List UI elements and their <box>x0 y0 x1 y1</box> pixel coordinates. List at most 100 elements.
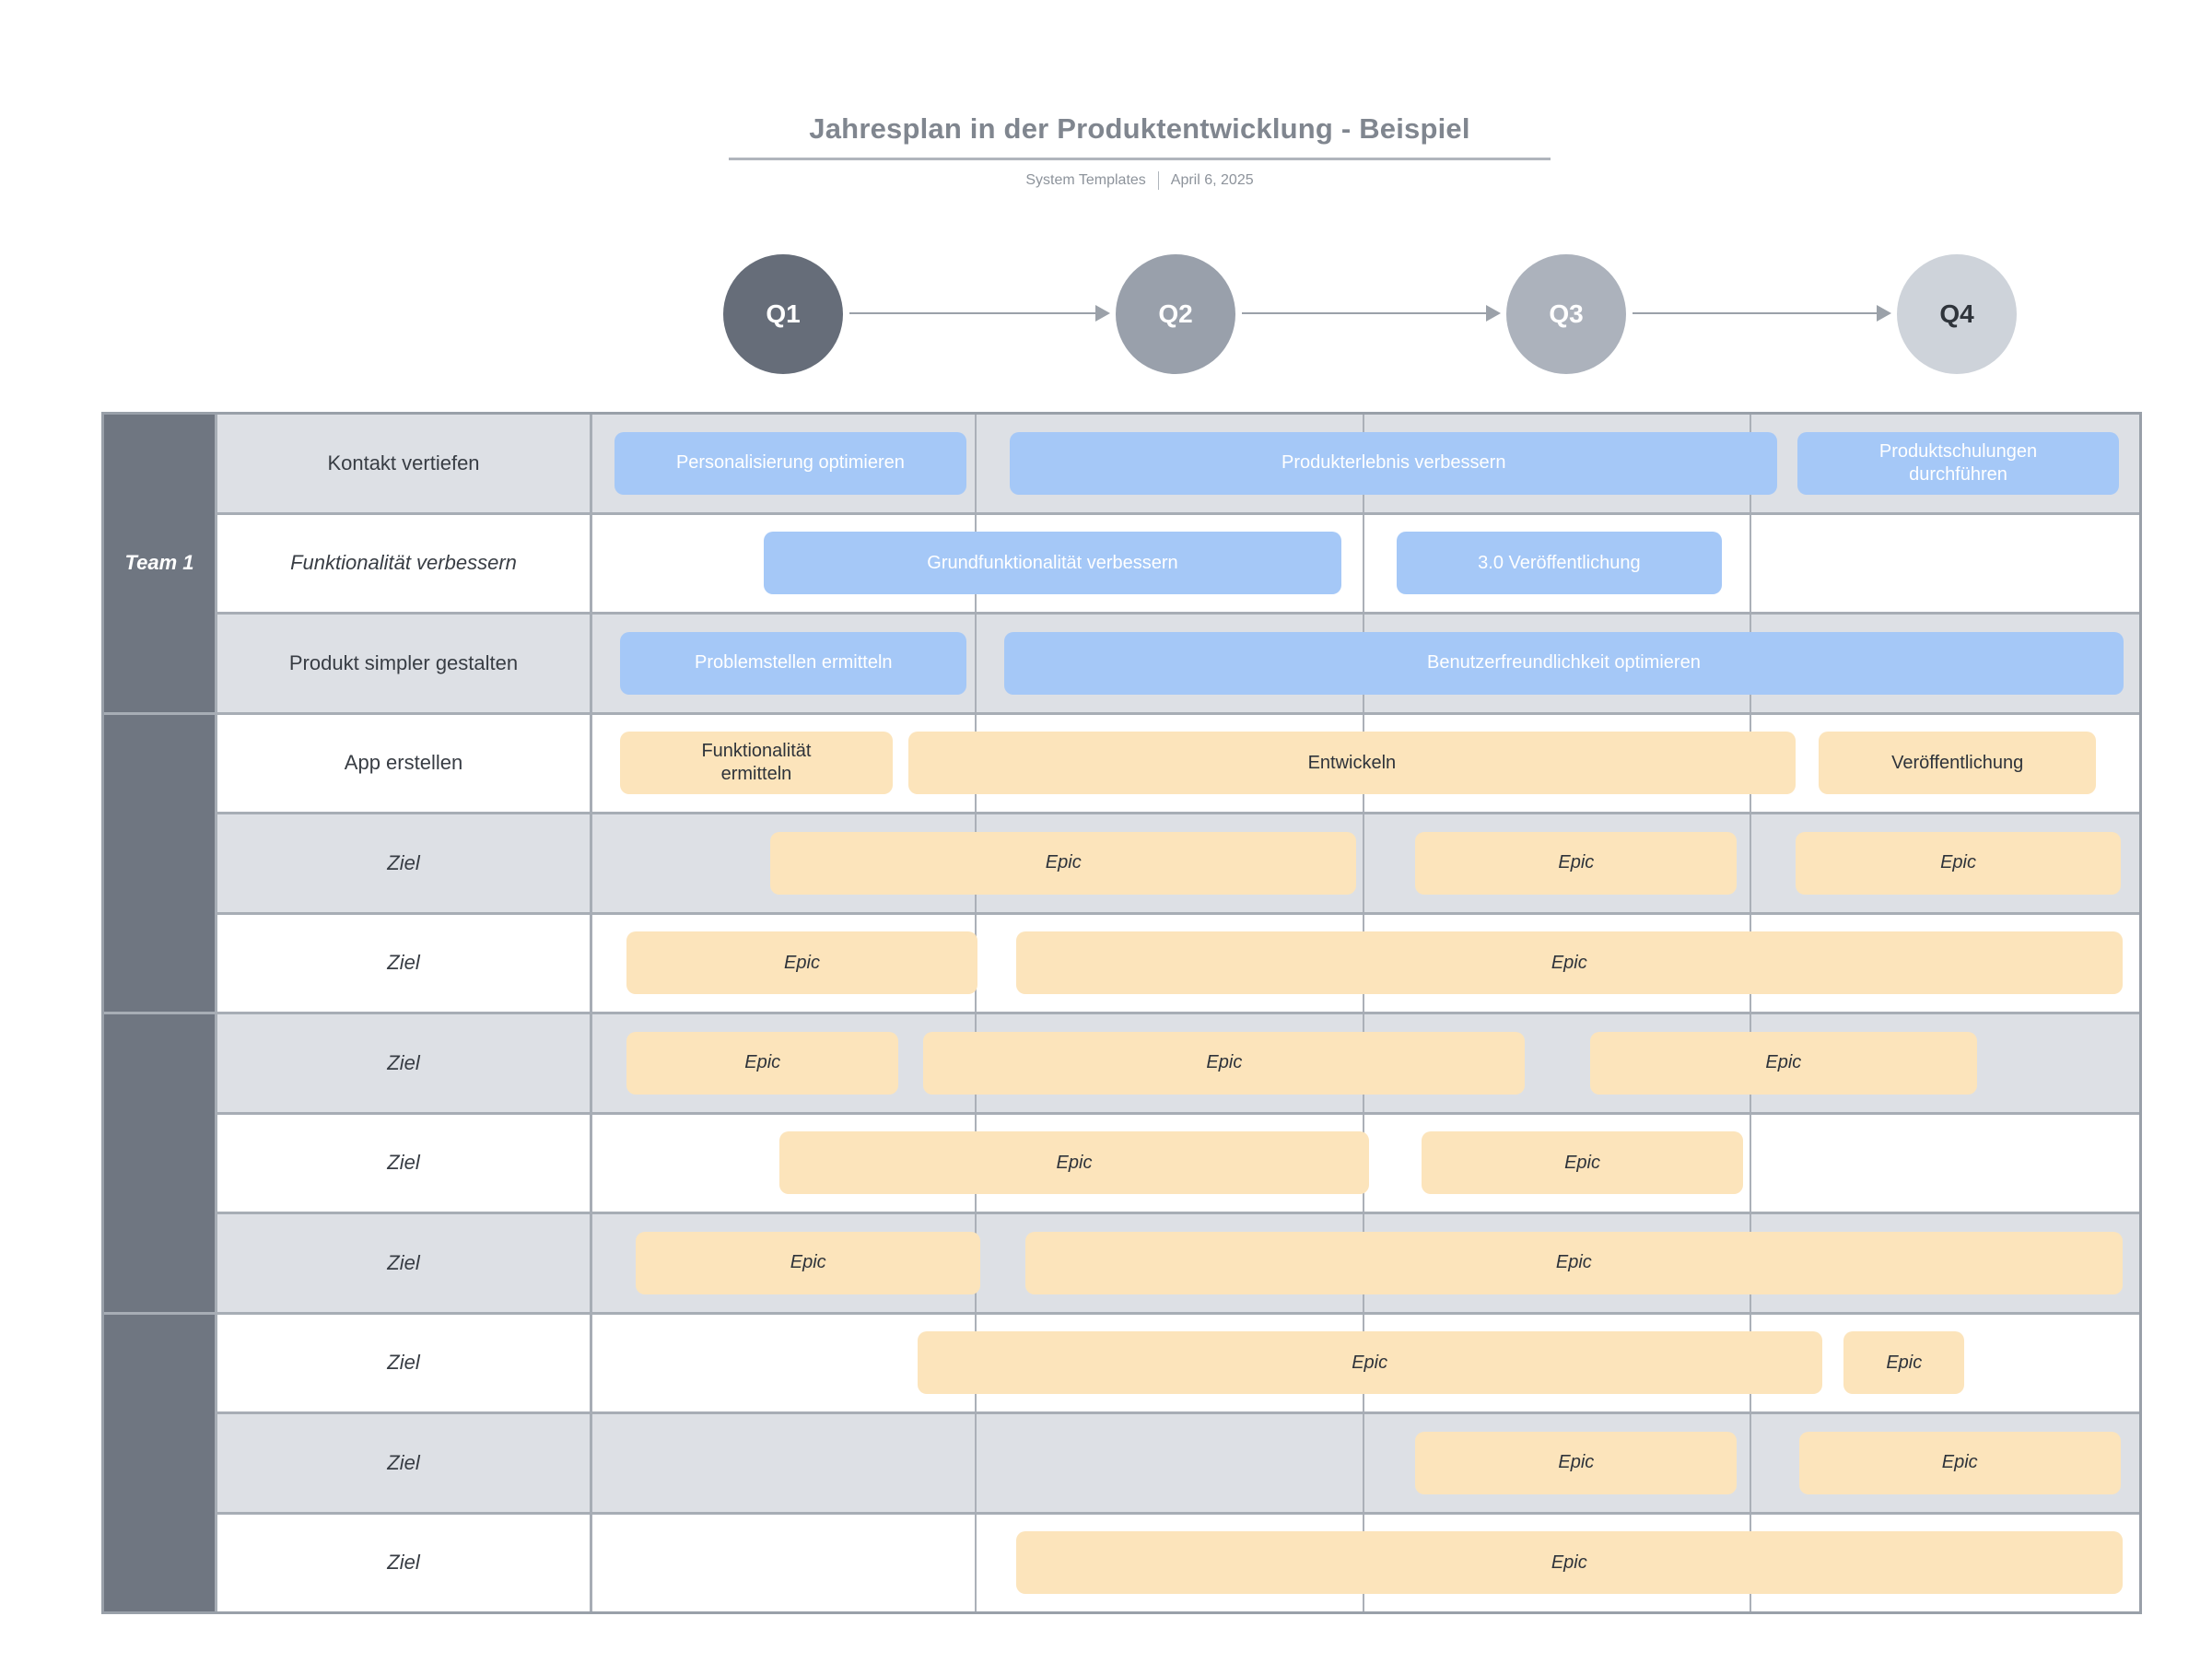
epic-bar: Veröffentlichung <box>1819 732 2096 795</box>
team-label: Team 1 <box>124 551 194 575</box>
epic-bar: Epic <box>779 1131 1369 1195</box>
bar-label: Epic <box>1558 852 1595 873</box>
timeline-row: Epic <box>592 1514 2139 1611</box>
row-label: Funktionalität verbessern <box>217 514 590 612</box>
bar-label: Entwickeln <box>1307 752 1397 773</box>
quarter-gridline-3 <box>1749 1414 1751 1512</box>
epic-bar: Epic <box>1415 1431 1738 1494</box>
quarter-node-q2: Q2 <box>1116 254 1235 374</box>
epic-bar: Epic <box>1421 1131 1744 1195</box>
epic-bar: Epic <box>636 1231 981 1294</box>
bar-label: Problemstellen ermitteln <box>695 652 893 673</box>
row-label: Ziel <box>217 1114 590 1212</box>
quarter-gridline-3 <box>1749 1114 1751 1212</box>
arrow-q1-q2 <box>849 305 1110 322</box>
goal-bar: Personalisierung optimieren <box>614 431 967 495</box>
row-label: Ziel <box>217 814 590 912</box>
header: Jahresplan in der Produktentwicklung - B… <box>729 112 1551 190</box>
bar-label: Epic <box>1352 1352 1388 1373</box>
team-lane-1: Team 1 <box>104 415 215 712</box>
roadmap-table: Team 1 Kontakt vertiefen Personalisierung … <box>101 412 2142 1614</box>
quarter-gridline-1 <box>974 1414 977 1512</box>
bar-label: Epic <box>1564 1152 1600 1173</box>
quarter-gridline-2 <box>1362 814 1364 912</box>
bar-label: Epic <box>744 1052 781 1073</box>
epic-bar: Epic <box>626 1031 899 1095</box>
timeline-row: Epic Epic <box>592 1114 2139 1212</box>
quarter-flow: Q1 Q2 Q3 Q4 <box>0 254 2212 374</box>
bar-label: Epic <box>784 952 820 973</box>
bar-label: Epic <box>1558 1452 1595 1473</box>
goal-bar: 3.0 Veröffentlichung <box>1397 532 1722 595</box>
bar-label: Veröffentlichung <box>1891 752 2024 773</box>
bar-label: 3.0 Veröffentlichung <box>1478 552 1641 573</box>
row-label: Kontakt vertiefen <box>217 415 590 512</box>
goal-bar: Grundfunktionalität verbessern <box>764 532 1341 595</box>
page-title: Jahresplan in der Produktentwicklung - B… <box>809 112 1470 145</box>
epic-bar: Epic <box>626 931 978 995</box>
bar-label: Epic <box>1551 952 1587 973</box>
bar-label: Epic <box>1886 1352 1923 1373</box>
timeline-row: Problemstellen ermitteln Benutzerfreundli… <box>592 615 2139 712</box>
quarter-node-q4: Q4 <box>1897 254 2017 374</box>
row-label: App erstellen <box>217 714 590 812</box>
timeline-row: Grundfunktionalität verbessern 3.0 Veröff… <box>592 514 2139 612</box>
row-label: Ziel <box>217 1014 590 1112</box>
quarter-gridline-3 <box>1749 514 1751 612</box>
subtitle-source: System Templates <box>1025 172 1146 188</box>
epic-bar: Epic <box>1798 1431 2121 1494</box>
row-label: Produkt simpler gestalten <box>217 615 590 712</box>
team-lane-2 <box>104 714 215 1012</box>
bar-label: Epic <box>1206 1052 1243 1073</box>
bar-label: Epic <box>1765 1052 1802 1073</box>
row-label: Ziel <box>217 1414 590 1512</box>
epic-bar: Funktionalität ermitteln <box>620 732 893 795</box>
bar-label: Epic <box>1551 1552 1587 1573</box>
quarter-gridline-3 <box>1749 814 1751 912</box>
epic-bar: Entwickeln <box>907 732 1797 795</box>
bar-label: Epic <box>790 1252 826 1273</box>
timeline-row: Epic Epic <box>592 1314 2139 1411</box>
bar-label: Produkterlebnis verbessern <box>1281 452 1506 474</box>
timeline-row: Epic Epic <box>592 1214 2139 1312</box>
timeline-row: Epic Epic <box>592 1414 2139 1512</box>
epic-bar: Epic <box>1589 1031 1977 1095</box>
bar-label: Epic <box>1941 1452 1978 1473</box>
bar-label: Epic <box>1045 852 1082 873</box>
row-label: Ziel <box>217 1214 590 1312</box>
team-lane-4 <box>104 1314 215 1611</box>
bar-label: Epic <box>1056 1152 1093 1173</box>
subtitle-date: April 6, 2025 <box>1170 172 1254 188</box>
epic-bar: Epic <box>917 1331 1822 1395</box>
bar-label: Funktionalität ermitteln <box>701 741 812 785</box>
quarter-node-q1: Q1 <box>723 254 843 374</box>
timeline-row: Epic Epic Epic <box>592 1014 2139 1112</box>
timeline-row: Epic Epic Epic <box>592 814 2139 912</box>
epic-bar: Epic <box>923 1031 1526 1095</box>
title-underline <box>729 158 1551 160</box>
epic-bar: Epic <box>1843 1331 1965 1395</box>
goal-bar: Produktschulungen durchführen <box>1797 431 2120 495</box>
epic-bar: Epic <box>1415 831 1738 895</box>
epic-bar: Epic <box>1016 1531 2123 1595</box>
bar-label: Produktschulungen durchführen <box>1878 440 2038 485</box>
quarter-gridline-1 <box>974 615 977 712</box>
epic-bar: Epic <box>1016 931 2123 995</box>
subtitle-divider-line <box>1157 171 1159 190</box>
epic-bar: Epic <box>770 831 1357 895</box>
bar-label: Personalisierung optimieren <box>675 452 905 474</box>
row-label: Ziel <box>217 914 590 1012</box>
bar-label: Epic <box>1555 1252 1592 1273</box>
quarter-gridline-2 <box>1362 1414 1364 1512</box>
timeline-row: Epic Epic <box>592 914 2139 1012</box>
bar-label: Epic <box>1940 852 1976 873</box>
subtitle: System Templates April 6, 2025 <box>729 171 1551 190</box>
epic-bar: Epic <box>1796 831 2121 895</box>
bar-label: Grundfunktionalität verbessern <box>927 552 1178 573</box>
team-lane-3 <box>104 1014 215 1312</box>
quarter-node-q3: Q3 <box>1506 254 1626 374</box>
goal-bar: Benutzerfreundlichkeit optimieren <box>1003 631 2124 695</box>
row-label: Ziel <box>217 1514 590 1611</box>
epic-bar: Epic <box>1025 1231 2123 1294</box>
arrow-q2-q3 <box>1242 305 1501 322</box>
